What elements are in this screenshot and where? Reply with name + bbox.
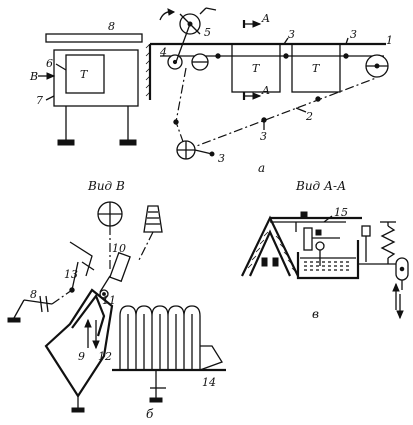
label-3-d: 3 [218,152,225,165]
vc-roof [241,215,299,277]
label-1: 1 [386,34,393,47]
section-a-bottom: A [261,84,270,97]
label-3-a: 3 [288,28,295,41]
view-a [38,7,389,160]
t-box-1-label: T [252,62,261,75]
label-10: 10 [112,242,126,255]
view-b-title: Вид В [87,179,125,193]
label-8-top: 8 [108,20,115,33]
t-box-2 [291,43,341,93]
t-box-2-label: T [312,62,321,75]
label-14: 14 [202,376,216,389]
cylinder-10 [109,251,131,283]
machine-t-label: T [80,68,89,81]
vc-spring [380,225,396,259]
section-a-top: A [261,12,270,25]
label-11: 11 [102,294,116,307]
label-3-b: 3 [350,28,357,41]
label-9: 9 [78,350,85,363]
caption-c: в [312,307,319,321]
label-5: 5 [204,26,211,39]
label-15: 15 [334,206,348,219]
caption-a: a [258,161,265,175]
label-13: 13 [64,268,78,281]
label-8-b: 8 [30,288,37,301]
machine-t-box [65,54,105,94]
label-4: 4 [159,46,167,59]
t-box-1 [231,43,281,93]
vb-trapezoid [143,205,163,233]
view-b [7,201,226,413]
return-chain [175,67,377,151]
arrow-b-label: В [29,70,38,83]
view-c [241,211,409,320]
caption-b: б [146,407,154,421]
vc-tank [296,240,360,280]
label-6: 7 [36,94,43,107]
label-7: 6 [46,57,53,70]
label-3-c: 3 [260,130,267,143]
label-12: 12 [98,350,112,363]
machine-body [53,49,139,107]
view-c-title: Вид А-А [295,179,346,193]
label-2: 2 [305,110,313,123]
garment-stack [119,305,201,370]
top-rail [45,33,143,43]
